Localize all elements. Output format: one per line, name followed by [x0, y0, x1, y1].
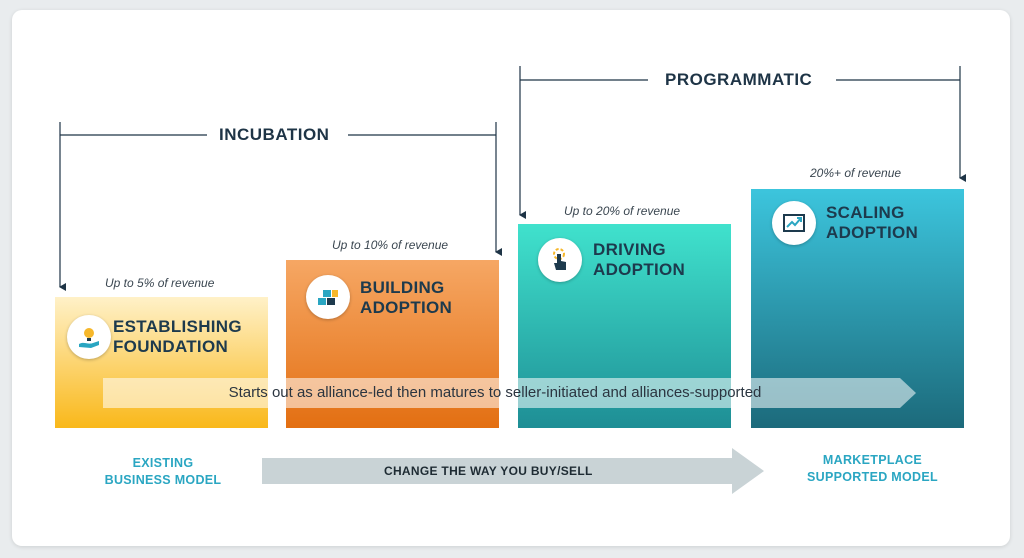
stage-title-scaling: SCALING ADOPTION [826, 203, 918, 243]
change-arrow [262, 448, 764, 494]
marketplace-model-line2: SUPPORTED MODEL [807, 470, 938, 484]
stage-title-line1: ESTABLISHING [113, 317, 242, 336]
lightbulb-hand-icon [67, 315, 111, 359]
stage-title-line2: ADOPTION [360, 298, 453, 317]
marketplace-model-label: MARKETPLACE SUPPORTED MODEL [795, 452, 950, 486]
change-arrow-label: CHANGE THE WAY YOU BUY/SELL [384, 464, 593, 478]
incubation-label: INCUBATION [207, 125, 342, 145]
programmatic-label: PROGRAMMATIC [653, 70, 825, 90]
marketplace-model-line1: MARKETPLACE [822, 453, 923, 467]
stage-title-line2: ADOPTION [826, 223, 919, 242]
building-blocks-icon [306, 275, 350, 319]
revenue-label-scaling: 20%+ of revenue [810, 166, 902, 180]
maturity-band-arrow [103, 378, 916, 408]
stage-title-line1: SCALING [826, 203, 905, 222]
stage-title-line1: BUILDING [360, 278, 445, 297]
existing-model-line1: EXISTING [132, 456, 194, 470]
revenue-label-establishing: Up to 5% of revenue [105, 276, 215, 290]
touch-hand-icon [538, 238, 582, 282]
stage-title-establishing: ESTABLISHING FOUNDATION [113, 317, 242, 357]
stage-title-line2: ADOPTION [593, 260, 686, 279]
stage-title-line1: DRIVING [593, 240, 666, 259]
growth-chart-icon [772, 201, 816, 245]
existing-model-label: EXISTING BUSINESS MODEL [88, 455, 238, 489]
stage-title-line2: FOUNDATION [113, 337, 229, 356]
revenue-label-building: Up to 10% of revenue [332, 238, 449, 252]
stage-title-building: BUILDING ADOPTION [360, 278, 452, 318]
stage-title-driving: DRIVING ADOPTION [593, 240, 685, 280]
existing-model-line2: BUSINESS MODEL [104, 473, 222, 487]
revenue-label-driving: Up to 20% of revenue [564, 204, 681, 218]
maturity-band-text: Starts out as alliance-led then matures … [228, 384, 762, 401]
